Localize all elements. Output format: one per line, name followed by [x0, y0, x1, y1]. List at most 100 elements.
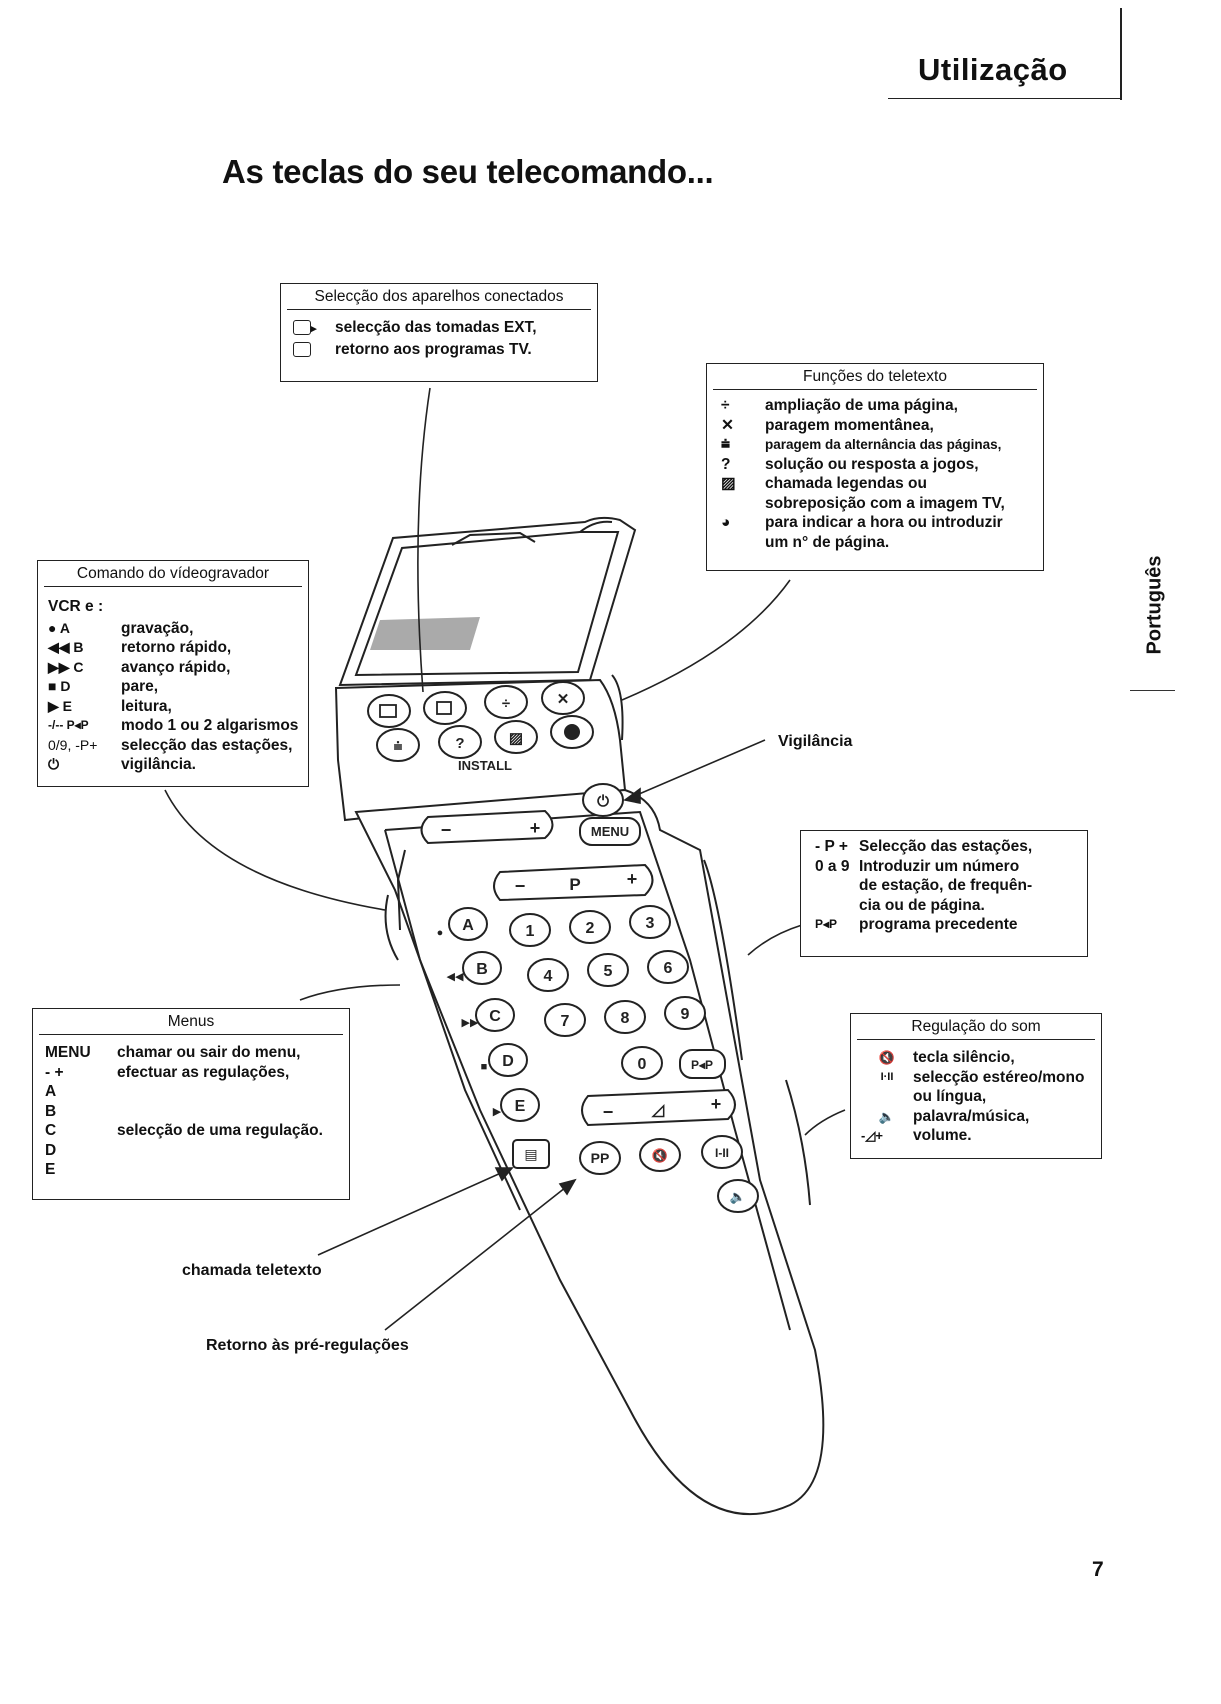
list-item-key: ◀◀ B — [48, 639, 84, 655]
list-item-text: Introduzir um número — [859, 857, 1020, 875]
list-item-key: ■ D — [48, 678, 71, 694]
list-item-key: ● A — [48, 619, 70, 636]
list-item: ▶▶ C avanço rápido, — [48, 658, 306, 678]
menus-title: Menus — [39, 1009, 343, 1035]
list-item-text: efectuar as regulações, — [117, 1063, 290, 1081]
list-item: cia ou de página. — [815, 896, 1081, 916]
list-item-key: 0/9, -P+ — [48, 736, 98, 753]
list-item: B — [45, 1102, 343, 1122]
svg-text:+: + — [530, 818, 541, 838]
list-item-text: pare, — [121, 678, 159, 695]
svg-text:?: ? — [455, 735, 464, 752]
list-item: ou língua, — [861, 1087, 1095, 1107]
svg-text:🔈: 🔈 — [730, 1189, 746, 1205]
svg-text:▤: ▤ — [524, 1146, 537, 1162]
callout-preset-return: Retorno às pré-regulações — [206, 1337, 409, 1354]
list-item: ▸selecção das tomadas EXT, — [293, 318, 587, 340]
list-item-text: retorno rápido, — [121, 639, 232, 656]
list-item-text: avanço rápido, — [121, 658, 231, 676]
p-key-label: P — [569, 875, 580, 894]
teletext-functions-box: Funções do teletexto ÷ampliação de uma p… — [706, 363, 1044, 571]
language-tab-rule — [1130, 690, 1175, 691]
digit-key-2: 2 — [586, 920, 595, 937]
prev-programme-key-label: P◂P — [691, 1058, 713, 1072]
list-item-key: A — [45, 1083, 57, 1100]
list-item: D — [45, 1141, 343, 1161]
sound-settings-box: Regulação do som 🔇tecla silêncio, I·II se… — [850, 1013, 1102, 1159]
ext-socket-icon — [293, 320, 311, 336]
list-item-text: volume. — [913, 1127, 972, 1144]
list-item-text: selecção de uma regulação. — [117, 1122, 323, 1139]
standby-icon: ⏻ — [48, 756, 60, 772]
svg-text:●: ● — [437, 927, 444, 939]
list-item-key: - P + — [815, 838, 848, 855]
list-item-key: 0 a 9 — [815, 857, 850, 875]
reveal-icon: ? — [721, 455, 731, 473]
menu-key-label: MENU — [591, 824, 629, 839]
digit-key-6: 6 — [664, 960, 673, 977]
list-item: 🔈palavra/música, — [861, 1107, 1095, 1127]
list-item: ÷ampliação de uma página, — [721, 396, 1035, 416]
list-item: ⩧ paragem da alternância das páginas, — [721, 435, 1035, 455]
list-item-text: selecção estéreo/mono — [913, 1068, 1085, 1086]
mute-icon: 🔇 — [878, 1050, 896, 1065]
svg-text:◀◀: ◀◀ — [447, 971, 464, 983]
install-label: INSTALL — [458, 758, 512, 773]
page-number: 7 — [1092, 1558, 1104, 1581]
svg-text:🔇: 🔇 — [652, 1148, 668, 1163]
list-item-key: -/-- P◂P — [48, 718, 89, 732]
svg-text:÷: ÷ — [502, 695, 510, 712]
list-item-key: ▶▶ C — [48, 658, 84, 675]
list-item: - P +Selecção das estações, — [815, 837, 1081, 857]
vcr-control-title: Comando do vídeogravador — [44, 561, 302, 587]
callout-vigilancia: Vigilância — [778, 733, 853, 750]
list-item-text: cia ou de página. — [859, 896, 985, 914]
digit-key-5: 5 — [604, 963, 613, 980]
list-item: ◕para indicar a hora ou introduzir — [721, 513, 1035, 533]
page-title: As teclas do seu telecomando... — [222, 153, 714, 190]
letter-key-b: B — [476, 961, 488, 978]
dual-sound-icon: I·II — [880, 1070, 894, 1083]
list-item-key: MENU — [45, 1044, 91, 1061]
digit-key-0: 0 — [638, 1056, 647, 1073]
list-item-text: ampliação de uma página, — [765, 397, 958, 414]
list-item: ✕ paragem momentânea, — [721, 416, 1035, 436]
volume-icon: -◿+ — [861, 1128, 883, 1143]
subpage-icon: ⩧ — [721, 436, 731, 453]
list-item-text: um n° de página. — [765, 533, 890, 551]
hold-icon: ✕ — [721, 416, 734, 434]
svg-text:+: + — [627, 869, 638, 889]
header-rule — [888, 98, 1121, 99]
list-item: 🔇tecla silêncio, — [861, 1048, 1095, 1068]
list-item: um n° de página. — [721, 533, 1035, 553]
list-item-text: modo 1 ou 2 algarismos — [121, 717, 299, 734]
list-item-text: chamada legendas ou — [765, 475, 927, 492]
list-item-text: paragem momentânea, — [765, 416, 934, 434]
list-item: retorno aos programas TV. — [293, 340, 587, 360]
list-item: 0 a 9 Introduzir um número — [815, 857, 1081, 877]
list-item: ?solução ou resposta a jogos, — [721, 455, 1035, 475]
digit-key-9: 9 — [681, 1006, 690, 1023]
svg-text:⩧: ⩧ — [394, 738, 403, 755]
list-item: 0/9, -P+selecção das estações, — [48, 736, 306, 756]
time-icon: ◕ — [721, 514, 731, 531]
svg-text:⏻: ⏻ — [597, 793, 609, 810]
list-item-text: leitura, — [121, 697, 172, 715]
list-item-key: C — [45, 1122, 57, 1139]
list-item: ▨chamada legendas ou — [721, 474, 1035, 494]
svg-text:−: − — [515, 876, 526, 896]
digit-key-1: 1 — [526, 923, 535, 940]
teletext-functions-title: Funções do teletexto — [713, 364, 1037, 390]
digit-key-7: 7 — [561, 1013, 570, 1030]
list-item-key: ▶ E — [48, 697, 72, 714]
svg-text:■: ■ — [481, 1061, 488, 1073]
list-item-text: paragem da alternância das páginas, — [765, 437, 1002, 452]
list-item-text: de estação, de frequên- — [859, 877, 1033, 894]
sound-settings-title: Regulação do som — [857, 1014, 1095, 1040]
digit-key-3: 3 — [646, 915, 655, 932]
device-selection-box: Selecção dos aparelhos conectados ▸selec… — [280, 283, 598, 382]
